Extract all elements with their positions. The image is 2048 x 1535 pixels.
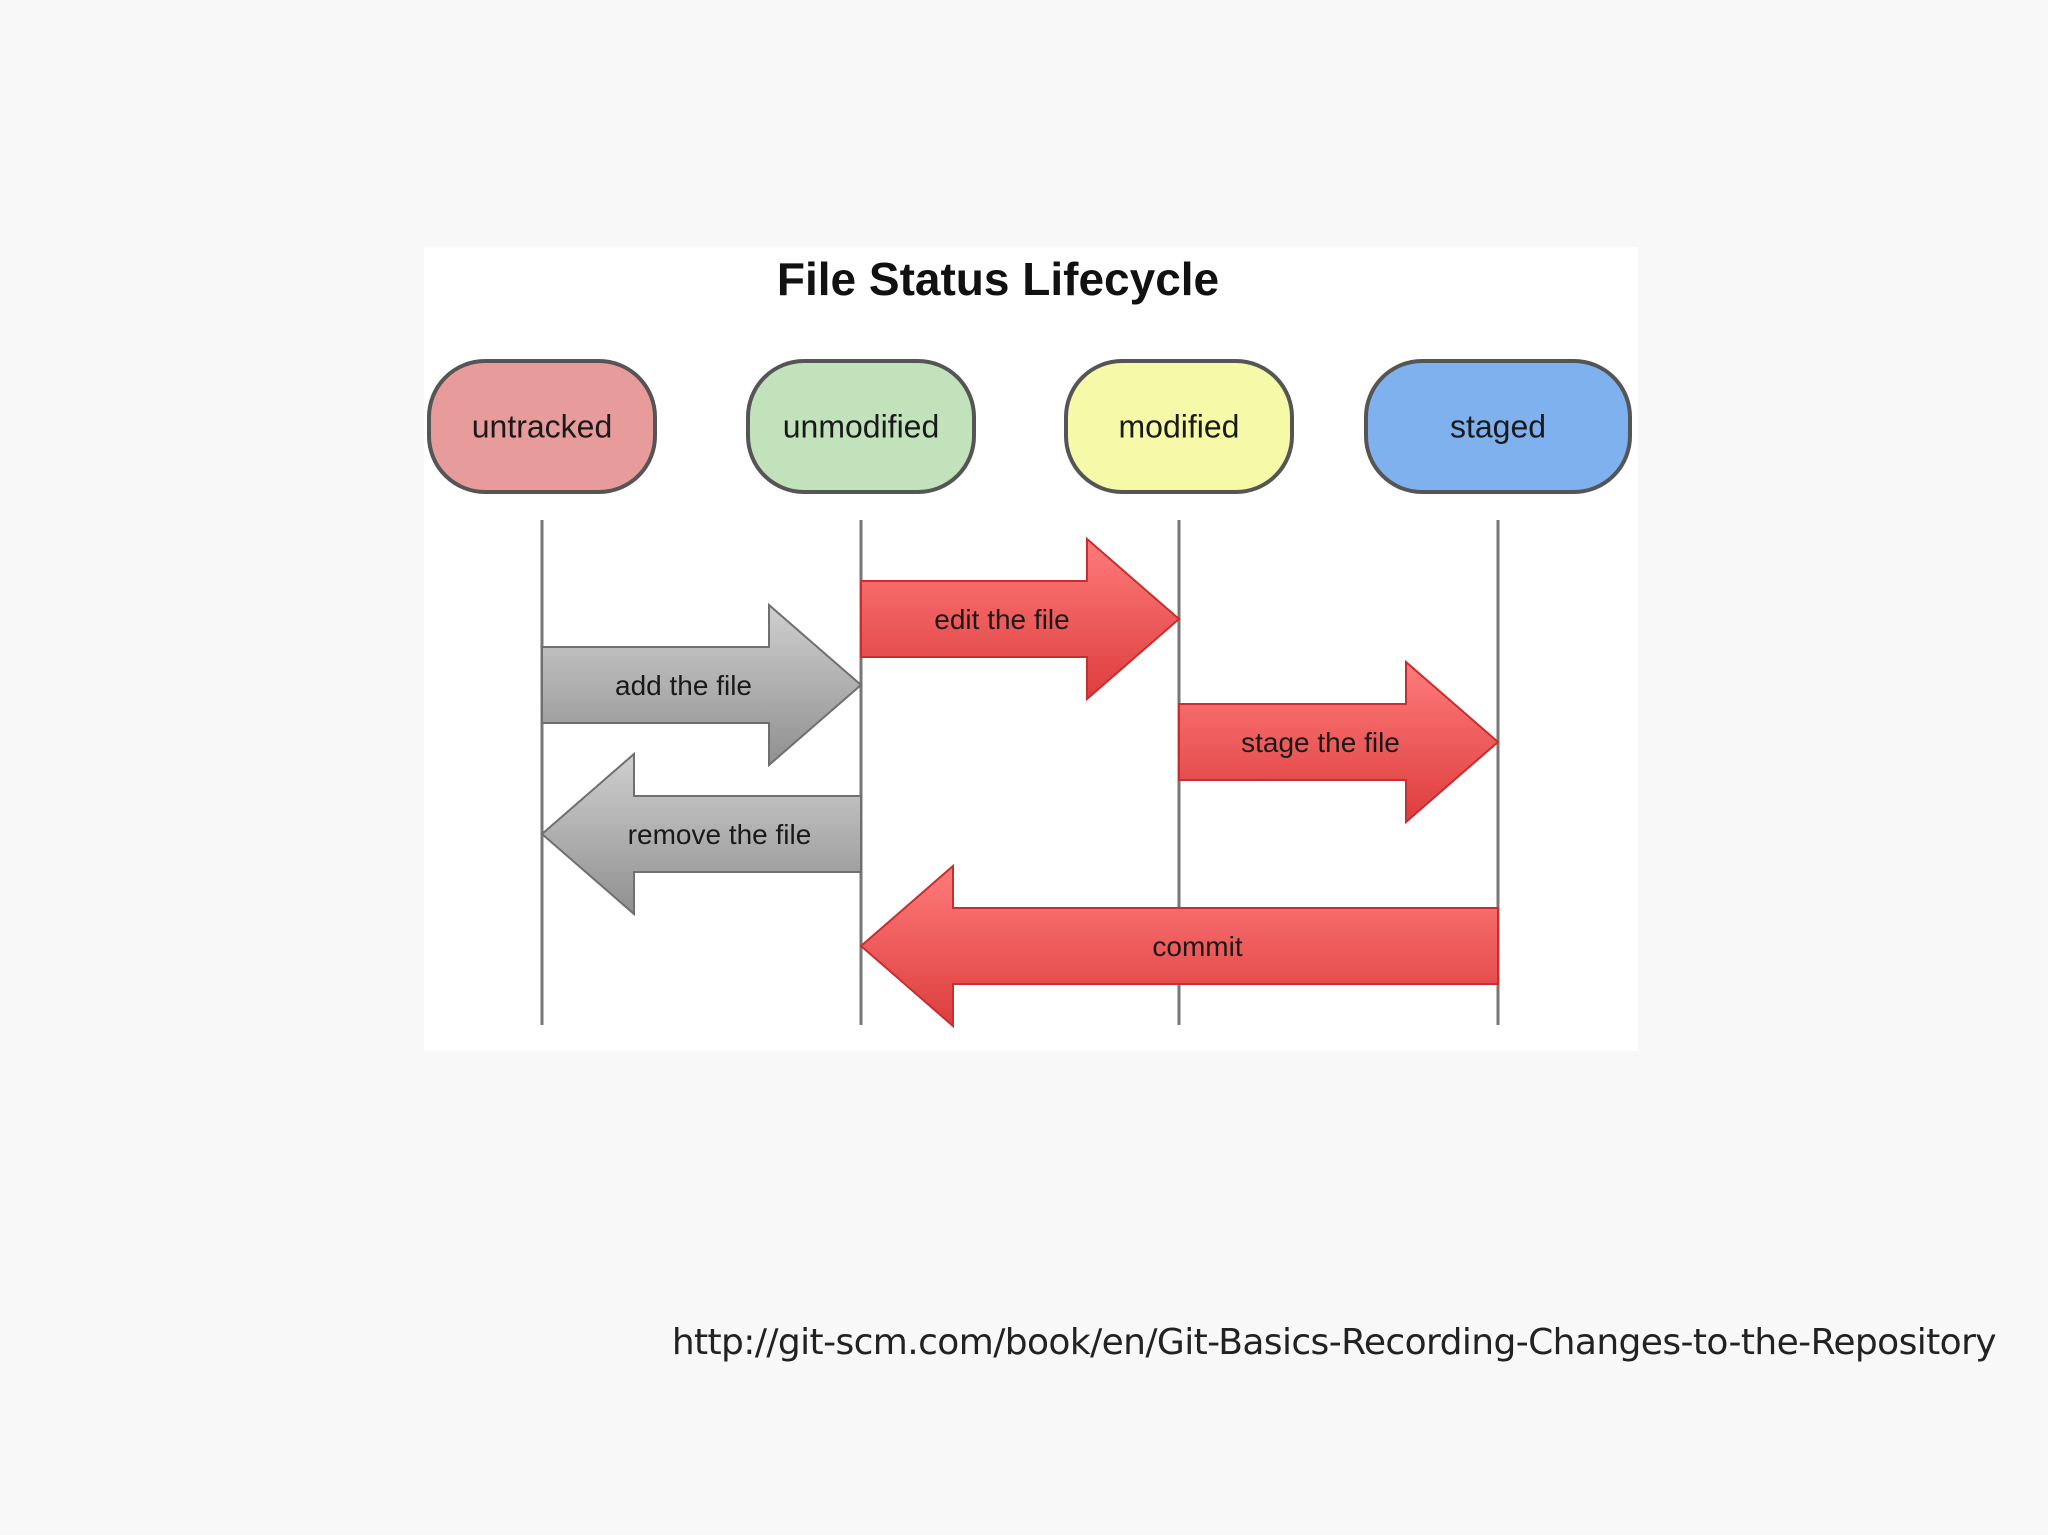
arrow-add-label: add the file	[615, 670, 752, 701]
arrow-edit-shape	[860, 536, 1181, 702]
state-staged-shape	[1364, 359, 1632, 494]
state-unmodified-label: unmodified	[783, 409, 940, 445]
arrow-remove-label: remove the file	[628, 819, 812, 850]
arrow-remove: remove the file	[540, 751, 862, 917]
transition-arrows: edit the file add the file stage the file r…	[540, 536, 1500, 1029]
state-untracked-label: untracked	[472, 409, 613, 445]
source-url[interactable]: http://git-scm.com/book/en/Git-Basics-Re…	[671, 1322, 1997, 1363]
state-untracked-shape	[427, 359, 657, 494]
state-modified-shape	[1064, 359, 1294, 494]
state-nodes: untracked unmodified modified staged	[427, 359, 1632, 494]
state-unmodified-shape	[746, 359, 976, 494]
arrow-commit: commit	[859, 863, 1499, 1029]
arrow-stage-shape	[1178, 659, 1500, 825]
state-modified: modified	[1064, 359, 1294, 494]
state-staged: staged	[1364, 359, 1632, 494]
arrow-commit-shape	[859, 863, 1499, 1029]
arrow-stage-label: stage the file	[1241, 727, 1400, 758]
diagram-title: File Status Lifecycle	[777, 253, 1219, 305]
arrow-commit-label: commit	[1152, 931, 1242, 962]
arrow-stage: stage the file	[1178, 659, 1500, 825]
state-modified-label: modified	[1119, 409, 1240, 445]
arrow-remove-shape	[540, 751, 862, 917]
arrow-edit: edit the file	[860, 536, 1181, 702]
arrow-add: add the file	[541, 602, 863, 768]
state-untracked: untracked	[427, 359, 657, 494]
state-unmodified: unmodified	[746, 359, 976, 494]
file-status-lifecycle-diagram: File Status Lifecycle untracked unmodifie…	[424, 247, 1638, 1051]
arrow-edit-label: edit the file	[934, 604, 1069, 635]
arrow-add-shape	[541, 602, 863, 768]
state-staged-label: staged	[1450, 409, 1546, 445]
